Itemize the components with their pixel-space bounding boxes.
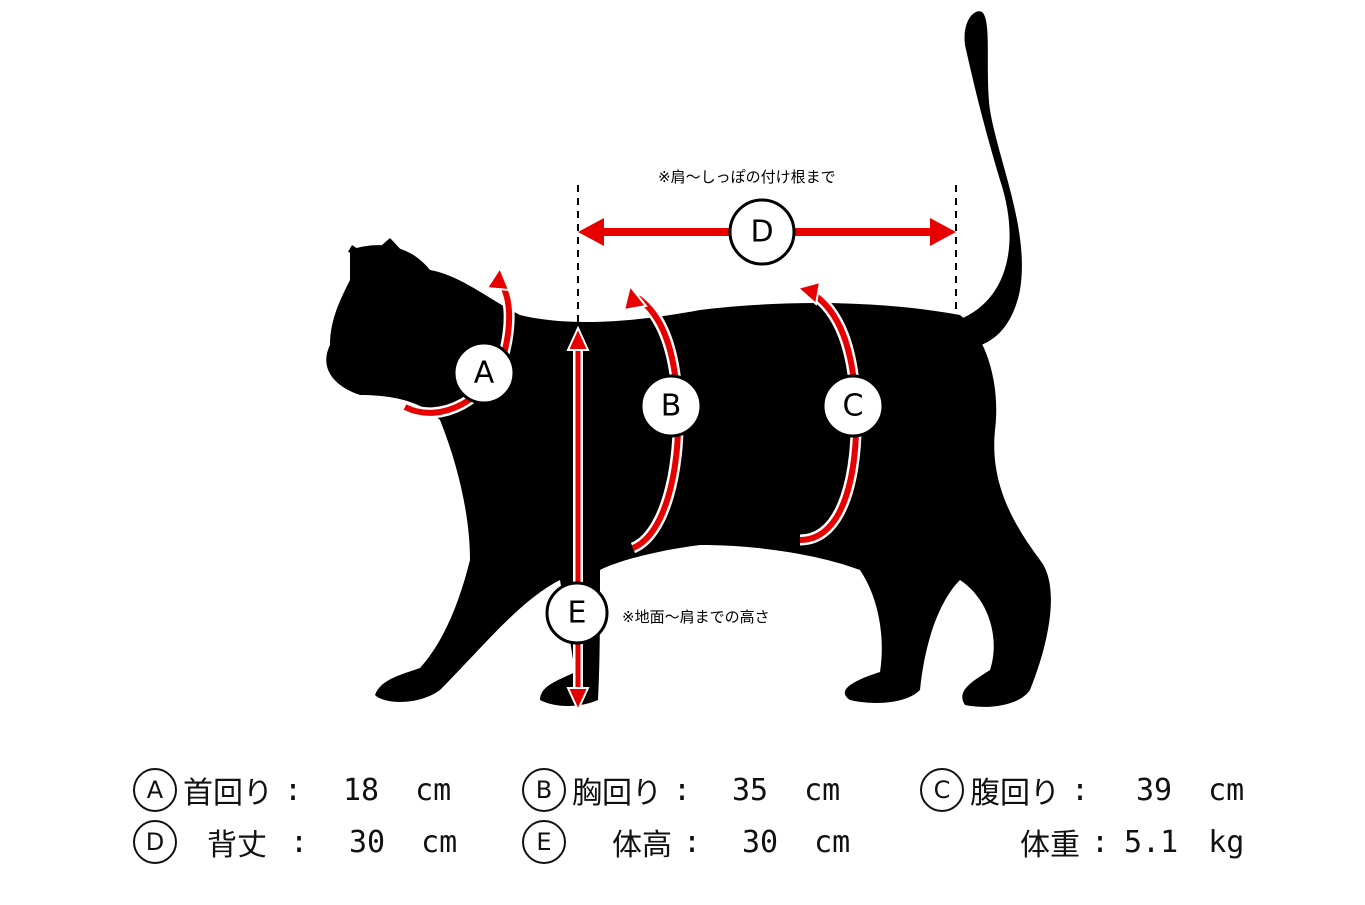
height-label: 体高: [612, 828, 672, 863]
neck-label: 首回り: [183, 776, 273, 811]
weight-unit: kg: [1208, 824, 1245, 860]
chest-value: 35: [732, 772, 769, 808]
measure-back: D 背丈 : 30 cm: [133, 818, 493, 866]
weight-label: 体重: [1020, 828, 1080, 863]
neck-unit: cm: [415, 772, 452, 808]
marker-c-letter: C: [843, 389, 864, 424]
cat-ear-left: [348, 245, 378, 262]
neck-value: 18: [343, 772, 380, 808]
cat-body: [326, 245, 1051, 707]
height-unit: cm: [814, 824, 851, 860]
marker-e: E: [545, 581, 609, 645]
marker-d-letter: D: [750, 215, 773, 250]
note-height: ※地面～肩までの高さ: [622, 608, 770, 626]
chest-unit: cm: [804, 772, 841, 808]
measure-belly: C 腹回り : 39 cm: [920, 766, 1290, 814]
weight-value: 5.1: [1124, 824, 1179, 860]
cat-tail: [958, 11, 1022, 348]
back-label: 背丈: [207, 828, 267, 863]
badge-b: B: [522, 768, 566, 812]
marker-b-letter: B: [661, 389, 682, 424]
belly-value: 39: [1136, 772, 1173, 808]
marker-c: C: [821, 374, 885, 438]
measure-height: E 体高 : 30 cm: [522, 818, 882, 866]
badge-d: D: [133, 820, 177, 864]
measure-chest: B 胸回り : 35 cm: [522, 766, 882, 814]
badge-a: A: [133, 768, 177, 812]
marker-d: D: [728, 198, 796, 266]
measure-weight: 体重 : 5.1 kg: [1020, 818, 1290, 866]
badge-e: E: [522, 820, 566, 864]
back-value: 30: [349, 824, 386, 860]
chest-label: 胸回り: [572, 776, 662, 811]
back-unit: cm: [421, 824, 458, 860]
cat-ear-right: [382, 238, 418, 268]
marker-e-letter: E: [568, 596, 587, 631]
height-value: 30: [742, 824, 779, 860]
note-back-length: ※肩～しっぽの付け根まで: [658, 168, 836, 186]
measure-neck: A 首回り : 18 cm: [133, 766, 493, 814]
marker-b: B: [639, 374, 703, 438]
marker-a: A: [452, 341, 516, 405]
belly-label: 腹回り: [970, 776, 1060, 811]
marker-a-letter: A: [474, 356, 495, 391]
belly-unit: cm: [1208, 772, 1245, 808]
badge-c: C: [920, 768, 964, 812]
